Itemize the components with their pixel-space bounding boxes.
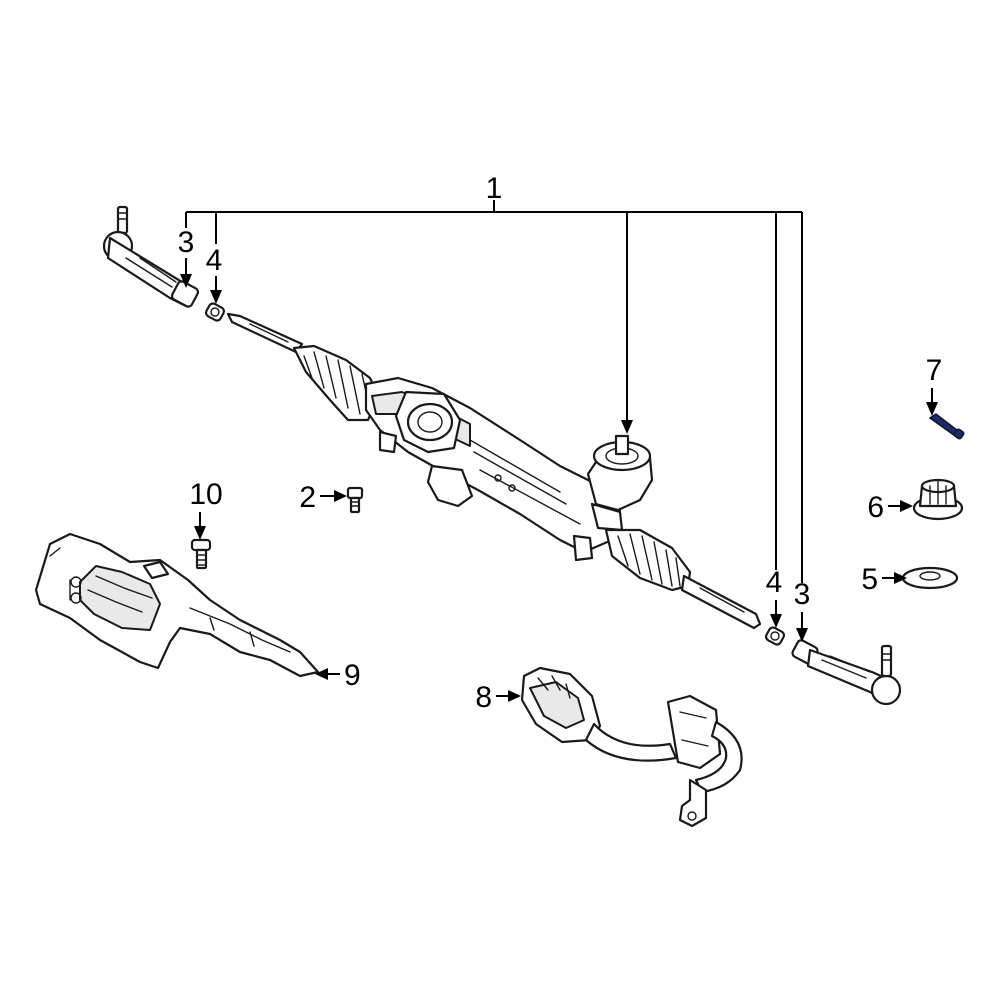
callout-3-right: 3 — [794, 578, 811, 611]
bolt-10[interactable] — [190, 538, 212, 570]
wiring-harness[interactable] — [520, 666, 743, 828]
nut[interactable] — [912, 478, 964, 521]
callout-10: 10 — [189, 478, 222, 511]
outer-tie-rod-left[interactable] — [102, 205, 200, 308]
callout-5: 5 — [861, 563, 878, 596]
callout-9: 9 — [344, 659, 361, 692]
heat-shield[interactable] — [34, 532, 320, 678]
bolt-2[interactable] — [346, 486, 364, 514]
callout-1-bracket — [185, 200, 803, 583]
outer-tie-rod-right[interactable] — [791, 639, 902, 706]
callout-4-right: 4 — [766, 566, 783, 599]
callout-7: 7 — [926, 354, 943, 387]
jam-nut-left[interactable] — [204, 302, 226, 322]
bolt-7[interactable] — [928, 413, 965, 440]
washer[interactable] — [901, 566, 959, 590]
callout-6: 6 — [867, 491, 884, 524]
steering-gear[interactable] — [226, 312, 762, 630]
callout-labels: 1 2 3 3 4 4 5 6 7 8 9 10 — [178, 172, 943, 714]
callout-2: 2 — [299, 481, 316, 514]
jam-nut-right[interactable] — [764, 626, 786, 646]
callout-4-left: 4 — [206, 244, 223, 277]
callout-8: 8 — [475, 681, 492, 714]
callout-arrows — [180, 258, 938, 702]
callout-1: 1 — [486, 172, 503, 205]
callout-3-left: 3 — [178, 226, 195, 259]
